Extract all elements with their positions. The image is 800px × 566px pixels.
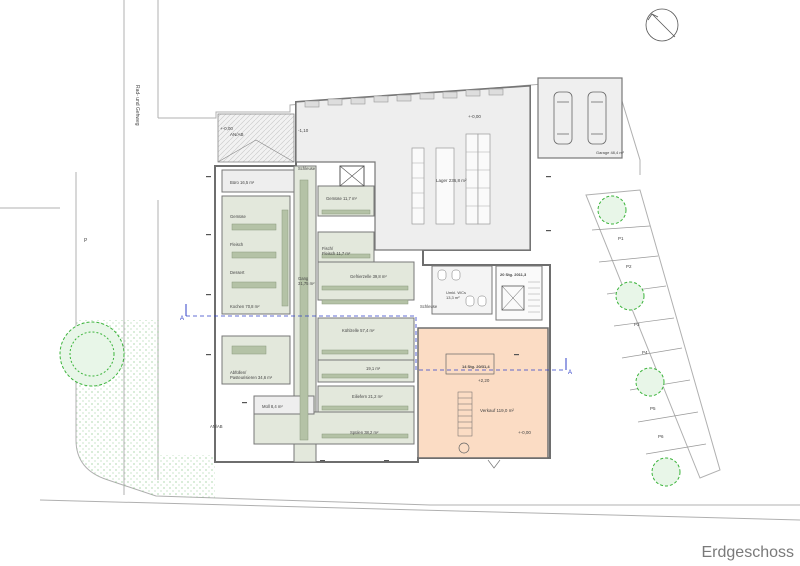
door-marks: [206, 176, 551, 462]
entrance-label-2: AN/AB: [210, 424, 223, 429]
kitchen-zone-fleisch: Fleisch: [230, 242, 244, 247]
parking-p3: P3: [634, 322, 640, 327]
tree-icon: [59, 195, 681, 487]
kuehlzelle-label: Kühlzelle 57,4 m²: [342, 328, 375, 333]
kitchen-counters: [231, 179, 409, 441]
abfuellen-label: Abfüllen/Pasteurisieren 34,6 m²: [230, 370, 273, 380]
section-line: A A: [180, 304, 572, 376]
kitchen-zone-dessert: Dessert: [230, 270, 245, 275]
production-wing: [221, 165, 415, 463]
parking-p2: P2: [626, 264, 632, 269]
fisch-room-label: Fisch/Fleisch 11,7 m²: [322, 246, 351, 256]
north-arrow-icon: [645, 8, 679, 42]
parking-p6: P6: [658, 434, 664, 439]
eilieferung-label: Eiliefern 21,2 m²: [352, 394, 383, 399]
area-label-p: P: [84, 238, 88, 244]
entrance-label: AN/AB: [230, 132, 244, 137]
level-store: +-0,00: [468, 114, 481, 119]
spuelen-label: Spülen 38,2 m²: [350, 430, 379, 435]
level-ramp: -1,10: [298, 128, 309, 133]
muell-label: Müll 8,4 m²: [262, 404, 283, 409]
gefrierzelle-label: Gefrierzelle 39,8 m²: [350, 274, 387, 279]
sales-area: 14 Stg. 20/31,4 Verkauf 119,0 m² +-0,00 …: [417, 327, 549, 469]
level-sales: +-0,00: [518, 430, 531, 435]
room-19-label: 19,1 m²: [366, 366, 381, 371]
street-label: Rad- und Gehweg: [134, 85, 140, 126]
storage-lager: Lager 236,8 m² +-0,00: [295, 85, 531, 251]
schleuse-mid-label: Schleuse: [420, 304, 438, 309]
lager-label: Lager 236,8 m²: [436, 178, 467, 183]
level-gallery: +2,20: [478, 378, 490, 383]
stair-label-2: 14 Stg. 20/31,4: [462, 364, 490, 369]
buero-label: Büro 16,5 m²: [230, 180, 255, 185]
garage: Garage 48,4 m²: [537, 77, 625, 159]
section-marker-left: A: [180, 316, 184, 322]
garage-label: Garage 48,4 m²: [596, 150, 625, 155]
section-marker-right: A: [568, 370, 572, 376]
kochen-label: Kochen 70,8 m²: [230, 304, 260, 309]
gemuese-room-label: Gemüse 11,7 m²: [326, 196, 357, 201]
schleuse-top-label: Schleuse: [298, 166, 316, 171]
level-entry: +-0,00: [220, 126, 233, 131]
stair-label: 20 Stg. 2011,3: [500, 272, 527, 277]
parking-p4: P4: [642, 350, 648, 355]
drawing-title: Erdgeschoss: [701, 544, 795, 561]
entry-area: AN/AB +-0,00 -1,10: [217, 113, 309, 163]
parking-area: [591, 225, 707, 455]
parking-p5: P5: [650, 406, 656, 411]
parking-p1: P1: [618, 236, 624, 241]
shaft-icon: [339, 165, 365, 187]
verkauf-label: Verkauf 119,0 m²: [480, 408, 514, 413]
kitchen-zone-gemuese: Gemüse: [230, 214, 246, 219]
